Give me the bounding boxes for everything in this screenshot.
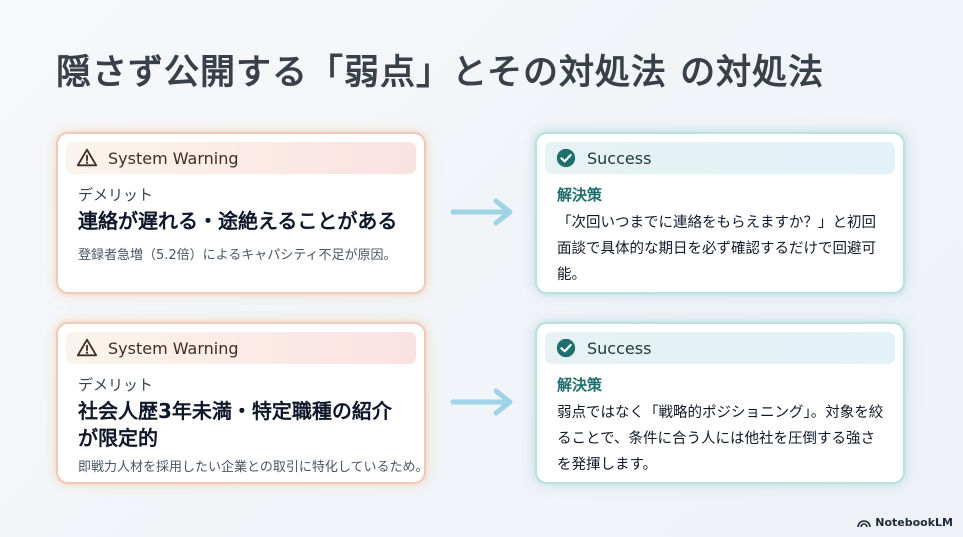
brand-watermark: NotebookLM	[857, 516, 953, 529]
success-header-label-2: Success	[587, 338, 652, 358]
check-circle-icon	[556, 148, 576, 168]
warning-triangle-icon	[76, 338, 98, 357]
page-title: 隠さず公開する「弱点」とその対処法 の対処法	[56, 53, 825, 93]
warning-header-label-1: System Warning	[108, 148, 239, 168]
demerit-note-1: 登録者急増（5.2倍）によるキャパシティ不足が原因。	[78, 248, 397, 263]
solution-body-1: 「次回いつまでに連絡をもらえますか？」と初回面談で具体的な期日を必ず確認するだけ…	[557, 215, 876, 283]
success-header-label-1: Success	[587, 148, 652, 168]
warning-card-1: System Warning デメリット 連絡が遅れる・途絶えることがある 登録…	[56, 132, 426, 294]
warning-triangle-icon	[76, 148, 98, 167]
demerit-headline-1: 連絡が遅れる・途絶えることがある	[78, 209, 398, 233]
demerit-label-1: デメリット	[78, 186, 154, 204]
demerit-headline-2: 社会人歴3年未満・特定職種の紹介が限定的	[78, 399, 392, 450]
warning-header-1: System Warning	[66, 142, 416, 174]
warning-card-2: System Warning デメリット 社会人歴3年未満・特定職種の紹介が限定…	[56, 322, 429, 484]
warning-header-label-2: System Warning	[108, 338, 239, 358]
solution-body-2: 弱点ではなく「戦略的ポジショニング」。対象を絞ることで、条件に合う人には他社を圧…	[557, 405, 884, 473]
warning-header-2: System Warning	[66, 332, 416, 364]
success-header-1: Success	[545, 142, 895, 174]
solution-label-1: 解決策	[557, 186, 603, 204]
success-header-2: Success	[545, 332, 895, 364]
success-card-1: Success 解決策 「次回いつまでに連絡をもらえますか？」と初回面談で具体的…	[535, 132, 905, 294]
solution-label-2: 解決策	[557, 376, 603, 394]
check-circle-icon	[556, 338, 576, 358]
success-card-2: Success 解決策 弱点ではなく「戦略的ポジショニング」。対象を絞ることで、…	[535, 322, 905, 484]
demerit-note-2: 即戦力人材を採用したい企業との取引に特化しているため。	[78, 460, 429, 475]
arrow-right-icon	[450, 388, 513, 416]
brand-label: NotebookLM	[875, 516, 953, 529]
notebooklm-logo-icon	[857, 519, 872, 527]
demerit-label-2: デメリット	[78, 376, 154, 394]
arrow-right-icon	[450, 198, 513, 226]
